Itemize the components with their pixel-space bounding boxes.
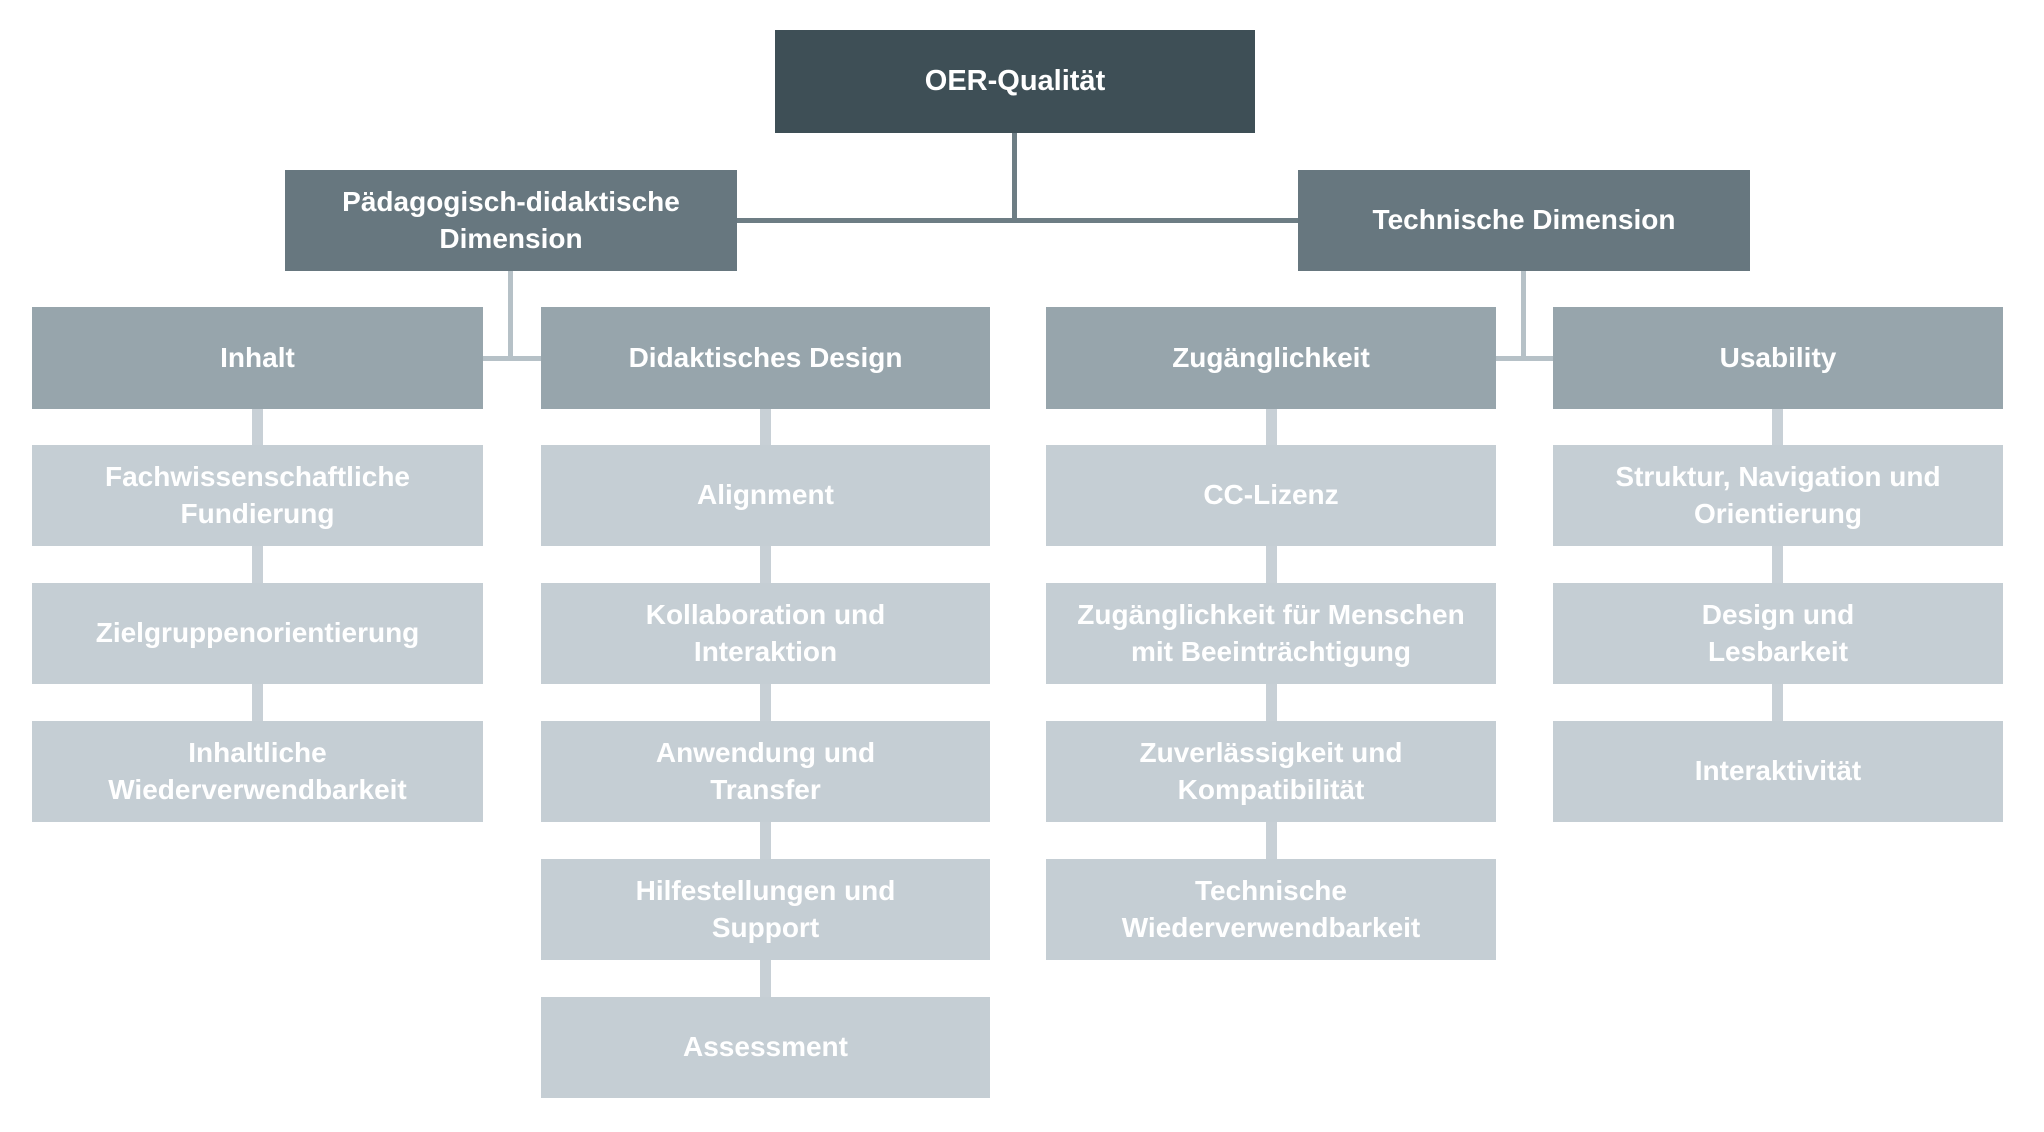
connector-col2-link-4 xyxy=(760,960,771,997)
connector-col3-link-0 xyxy=(1266,409,1277,445)
connector-col2-link-3 xyxy=(760,822,771,859)
node-inhaltliche-wiederverwendbarkeit: Inhaltliche Wiederverwendbarkeit xyxy=(32,721,483,822)
node-didaktisches-design: Didaktisches Design xyxy=(541,307,990,409)
node-kollaboration-und-interaktion: Kollaboration und Interaktion xyxy=(541,583,990,684)
connector-col2-link-1 xyxy=(760,546,771,583)
node-technische-wiederverwendbarkeit: Technische Wiederverwendbarkeit xyxy=(1046,859,1496,960)
node-zugaenglichkeit-fuer-menschen-mit-beeintraechtigung: Zugänglichkeit für Menschen mit Beeinträ… xyxy=(1046,583,1496,684)
node-oer-qualitaet: OER-Qualität xyxy=(775,30,1255,133)
node-zugaenglichkeit: Zugänglichkeit xyxy=(1046,307,1496,409)
node-anwendung-und-transfer: Anwendung und Transfer xyxy=(541,721,990,822)
connector-col1-link-1 xyxy=(252,546,263,583)
connector-dim1-elbow xyxy=(483,356,541,361)
node-hilfestellungen-und-support: Hilfestellungen und Support xyxy=(541,859,990,960)
node-fachwissenschaftliche-fundierung: Fachwissenschaftliche Fundierung xyxy=(32,445,483,546)
node-assessment: Assessment xyxy=(541,997,990,1098)
connector-col1-link-2 xyxy=(252,684,263,721)
node-struktur-navigation-und-orientierung: Struktur, Navigation und Orientierung xyxy=(1553,445,2003,546)
node-paedagogisch-didaktische-dimension: Pädagogisch-didaktische Dimension xyxy=(285,170,737,271)
node-zuverlaessigkeit-und-kompatibilitaet: Zuverlässigkeit und Kompatibilität xyxy=(1046,721,1496,822)
connector-dim2-elbow xyxy=(1496,356,1553,361)
connector-col2-link-0 xyxy=(760,409,771,445)
node-inhalt: Inhalt xyxy=(32,307,483,409)
node-alignment: Alignment xyxy=(541,445,990,546)
node-technische-dimension: Technische Dimension xyxy=(1298,170,1750,271)
connector-col4-link-2 xyxy=(1772,684,1783,721)
node-usability: Usability xyxy=(1553,307,2003,409)
connector-root-drop xyxy=(1012,133,1017,223)
connector-col3-link-1 xyxy=(1266,546,1277,583)
connector-dim1-drop xyxy=(508,271,513,361)
connector-col3-link-2 xyxy=(1266,684,1277,721)
connector-dim2-drop xyxy=(1521,271,1526,361)
connector-col3-link-3 xyxy=(1266,822,1277,859)
node-design-und-lesbarkeit: Design und Lesbarkeit xyxy=(1553,583,2003,684)
connector-col2-link-2 xyxy=(760,684,771,721)
connector-col4-link-1 xyxy=(1772,546,1783,583)
node-cc-lizenz: CC-Lizenz xyxy=(1046,445,1496,546)
connector-col1-link-0 xyxy=(252,409,263,445)
node-zielgruppenorientierung: Zielgruppenorientierung xyxy=(32,583,483,684)
node-interaktivitaet: Interaktivität xyxy=(1553,721,2003,822)
connector-dimensions-bus xyxy=(737,218,1298,223)
connector-col4-link-0 xyxy=(1772,409,1783,445)
